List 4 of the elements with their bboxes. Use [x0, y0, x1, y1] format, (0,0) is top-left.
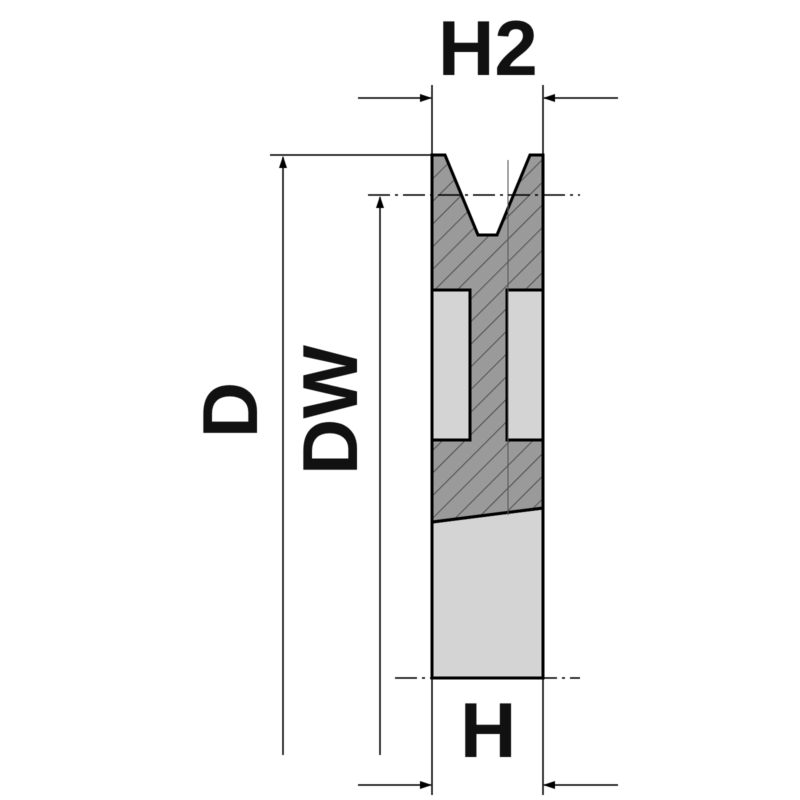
dimension-label: DW — [290, 345, 369, 475]
dimension-label: H — [460, 691, 516, 769]
dimension-label: D — [191, 382, 270, 438]
dimension-label: H2 — [438, 9, 538, 87]
